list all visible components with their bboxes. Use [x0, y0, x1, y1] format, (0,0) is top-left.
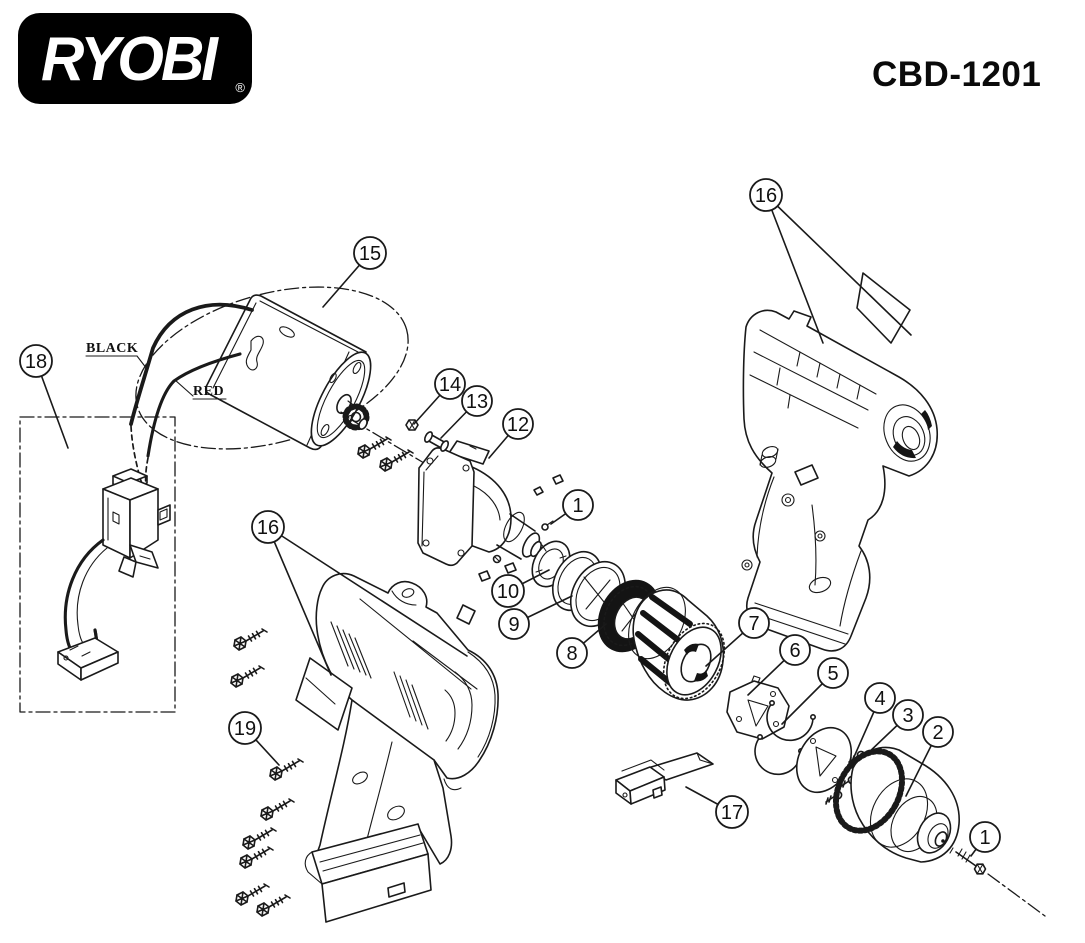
callout-4: 4 [849, 682, 896, 767]
callout-16-left: 16 [251, 510, 468, 676]
pin-drawing [424, 431, 449, 452]
svg-text:14: 14 [439, 374, 461, 396]
callout-13: 13 [440, 385, 493, 439]
chuck-drawing [832, 746, 960, 863]
svg-text:7: 7 [748, 613, 759, 635]
callout-19: 19 [228, 711, 280, 766]
callout-1-bottom: 1 [969, 821, 1001, 857]
callout-18: 18 [19, 344, 69, 449]
gearbox-drawing [357, 419, 564, 582]
svg-text:8: 8 [566, 643, 577, 665]
cam-plate-drawing [726, 675, 790, 740]
svg-text:16: 16 [755, 185, 777, 207]
callouts: 15 16 18 14 13 [19, 178, 1001, 857]
spring-clip-drawings [754, 699, 816, 776]
left-housing-drawing [295, 572, 499, 923]
callout-3: 3 [864, 699, 924, 757]
svg-text:18: 18 [25, 351, 47, 373]
callout-16-right: 16 [749, 178, 912, 344]
svg-text:4: 4 [874, 688, 885, 710]
callout-9: 9 [498, 595, 573, 640]
svg-text:19: 19 [234, 718, 256, 740]
ryobi-logo: RYOBI ® [18, 13, 252, 104]
callout-17: 17 [685, 786, 749, 829]
black-wire [129, 302, 254, 426]
right-housing-drawing [741, 272, 938, 652]
callout-15: 15 [322, 236, 387, 308]
svg-text:1: 1 [572, 495, 583, 517]
callout-12: 12 [488, 408, 534, 459]
svg-text:9: 9 [508, 614, 519, 636]
callout-6: 6 [747, 634, 811, 696]
callout-5: 5 [781, 657, 849, 725]
red-wire [146, 352, 242, 458]
small-screw-drawing [541, 520, 554, 531]
callout-8: 8 [556, 623, 607, 669]
registered-trademark-icon: ® [235, 80, 245, 95]
bit-clip-drawing [615, 752, 714, 805]
svg-text:13: 13 [466, 391, 488, 413]
svg-text:5: 5 [827, 663, 838, 685]
red-wire-label: RED [193, 384, 224, 399]
housing-screws [230, 628, 304, 917]
svg-text:17: 17 [721, 802, 743, 824]
motor-screw [379, 449, 414, 472]
black-wire-label: BLACK [86, 341, 138, 356]
svg-text:3: 3 [902, 705, 913, 727]
motor-drawing: BLACK RED [85, 286, 409, 499]
svg-text:1: 1 [979, 827, 990, 849]
svg-text:15: 15 [359, 243, 381, 265]
svg-text:12: 12 [507, 414, 529, 436]
model-number: CBD-1201 [872, 55, 1042, 94]
callout-1-mid: 1 [550, 489, 594, 525]
switch-drawing [19, 416, 176, 713]
chuck-screw-drawing [949, 847, 987, 875]
motor-screw [357, 436, 392, 459]
callout-7: 7 [705, 607, 770, 667]
svg-text:6: 6 [789, 640, 800, 662]
brand-name: RYOBI [41, 23, 218, 94]
svg-text:2: 2 [932, 722, 943, 744]
callout-10: 10 [491, 569, 550, 608]
callout-14: 14 [413, 368, 466, 425]
svg-text:10: 10 [497, 581, 519, 603]
clutch-collar-drawing [628, 586, 726, 701]
callout-2: 2 [905, 716, 954, 797]
label-sticker [295, 657, 353, 731]
svg-text:16: 16 [257, 517, 279, 539]
